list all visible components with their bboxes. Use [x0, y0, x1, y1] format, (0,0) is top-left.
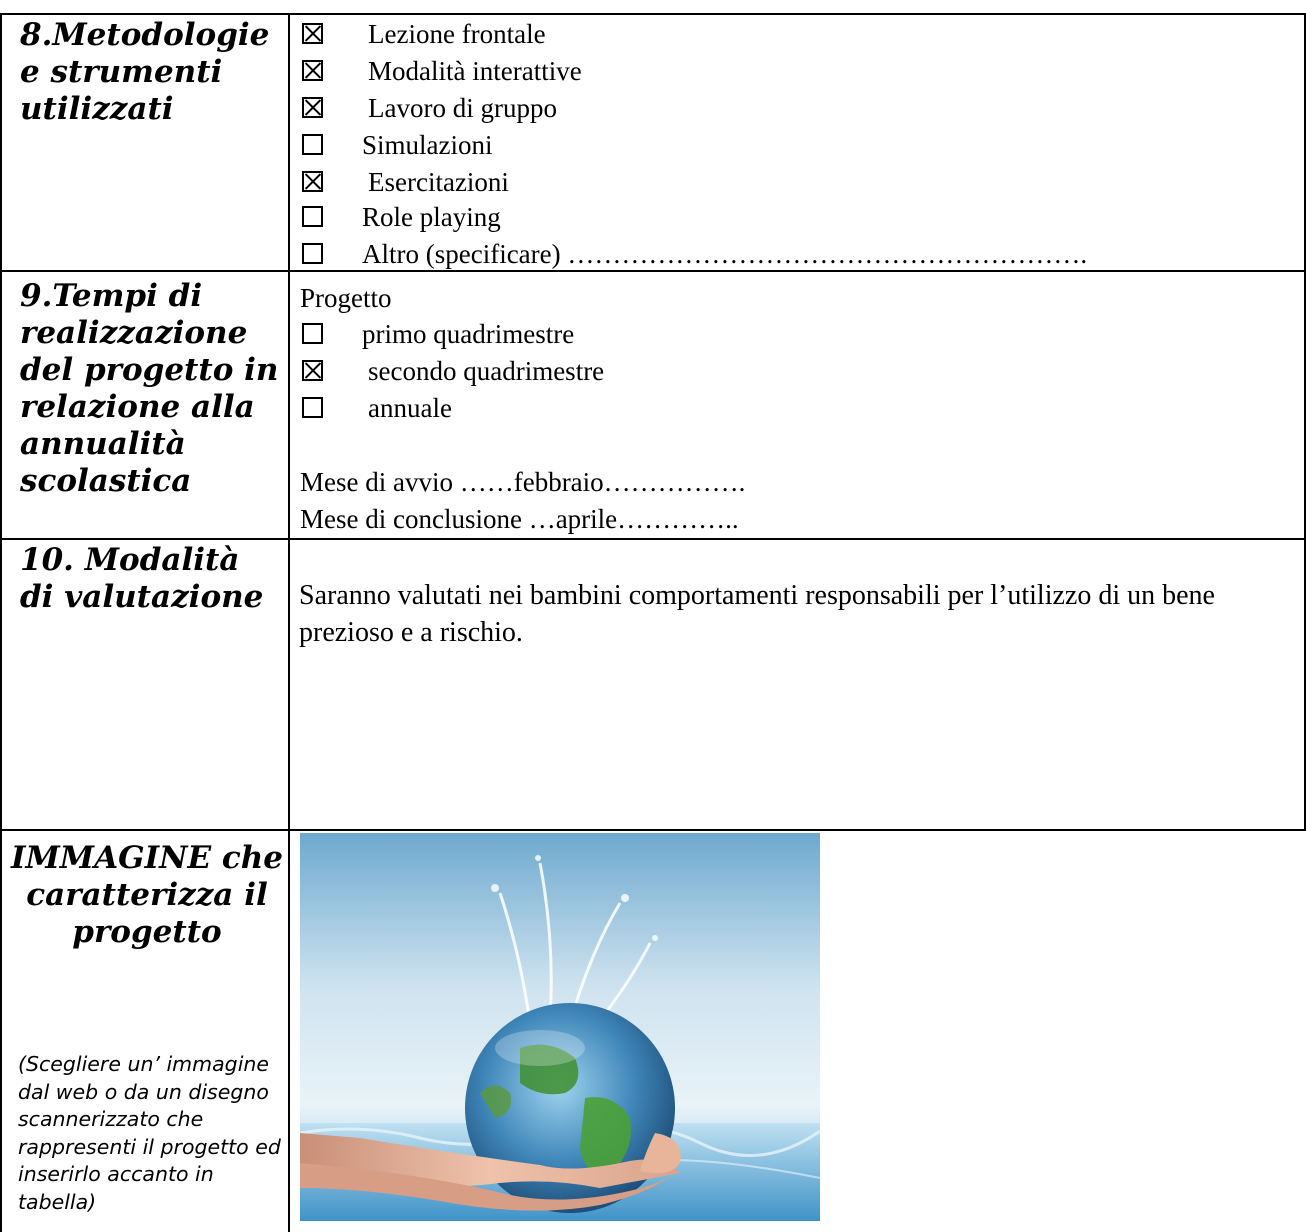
image-instructions: (Scegliere un’ immagine dal web o da un …	[18, 1052, 281, 1214]
image-section-label: IMMAGINE che caratterizza il progetto	[6, 840, 288, 951]
section-9-label-line: 9.Tempi di	[20, 278, 203, 314]
checkbox-modalita-interattive[interactable]	[302, 60, 323, 81]
section-9-label-line: relazione alla	[20, 389, 255, 425]
evaluation-text: Saranno valutati nei bambini comportamen…	[299, 580, 1215, 648]
end-month: Mese di conclusione …aprile…………..	[300, 504, 739, 534]
progetto-heading: Progetto	[300, 283, 392, 313]
checkbox-primo-quadrimestre[interactable]	[302, 323, 323, 344]
section-9-label-line: scolastica	[20, 463, 192, 499]
period-label: primo quadrimestre	[362, 319, 575, 349]
checkbox-esercitazioni[interactable]	[302, 171, 323, 192]
section-10-label: 10. Modalità di valutazione	[20, 542, 263, 616]
section-9-label: 9.Tempi di realizzazione del progetto in…	[20, 278, 278, 500]
image-label-line: caratterizza il	[26, 877, 268, 913]
method-label: Simulazioni	[362, 130, 493, 160]
method-label: Role playing	[362, 202, 501, 232]
row-divider-8-9	[0, 270, 1306, 272]
column-divider	[288, 13, 290, 1232]
section-9-label-line: annualità	[20, 426, 186, 462]
method-label: Lezione frontale	[368, 19, 546, 49]
period-label: secondo quadrimestre	[368, 356, 605, 386]
method-label: Altro (specificare) ………………………………………………….	[362, 239, 1088, 269]
checkbox-simulazioni[interactable]	[302, 134, 323, 155]
period-label: annuale	[368, 393, 452, 423]
section-9-label-line: del progetto in	[20, 352, 279, 388]
method-label: Esercitazioni	[368, 167, 509, 197]
start-month: Mese di avvio ……febbraio…………….	[300, 467, 746, 497]
project-image	[300, 833, 820, 1221]
table-border-left	[0, 13, 2, 1232]
section-8-label: 8.Metodologie e strumenti utilizzati	[20, 17, 269, 128]
table-border-right	[1304, 13, 1306, 830]
method-label: Lavoro di gruppo	[368, 93, 557, 123]
checkbox-annuale[interactable]	[302, 397, 323, 418]
checkbox-role-playing[interactable]	[302, 206, 323, 227]
image-label-line: progetto	[72, 914, 222, 950]
table-border-top	[0, 13, 1306, 15]
section-10-label-line: 10. Modalità	[20, 542, 240, 578]
checkbox-altro[interactable]	[302, 243, 323, 264]
row-divider-10-img	[0, 829, 1306, 831]
section-8-label-line: 8.Metodologie	[20, 17, 270, 53]
section-9-label-line: realizzazione	[20, 315, 248, 351]
image-label-line: IMMAGINE che	[10, 840, 284, 876]
section-10-label-line: di valutazione	[20, 579, 264, 615]
method-label: Modalità interattive	[368, 56, 582, 86]
checkbox-secondo-quadrimestre[interactable]	[302, 360, 323, 381]
checkbox-lavoro-di-gruppo[interactable]	[302, 97, 323, 118]
section-8-label-line: utilizzati	[20, 91, 174, 127]
row-divider-9-10	[0, 538, 1306, 540]
checkbox-lezione-frontale[interactable]	[302, 23, 323, 44]
section-8-label-line: e strumenti	[20, 54, 223, 90]
